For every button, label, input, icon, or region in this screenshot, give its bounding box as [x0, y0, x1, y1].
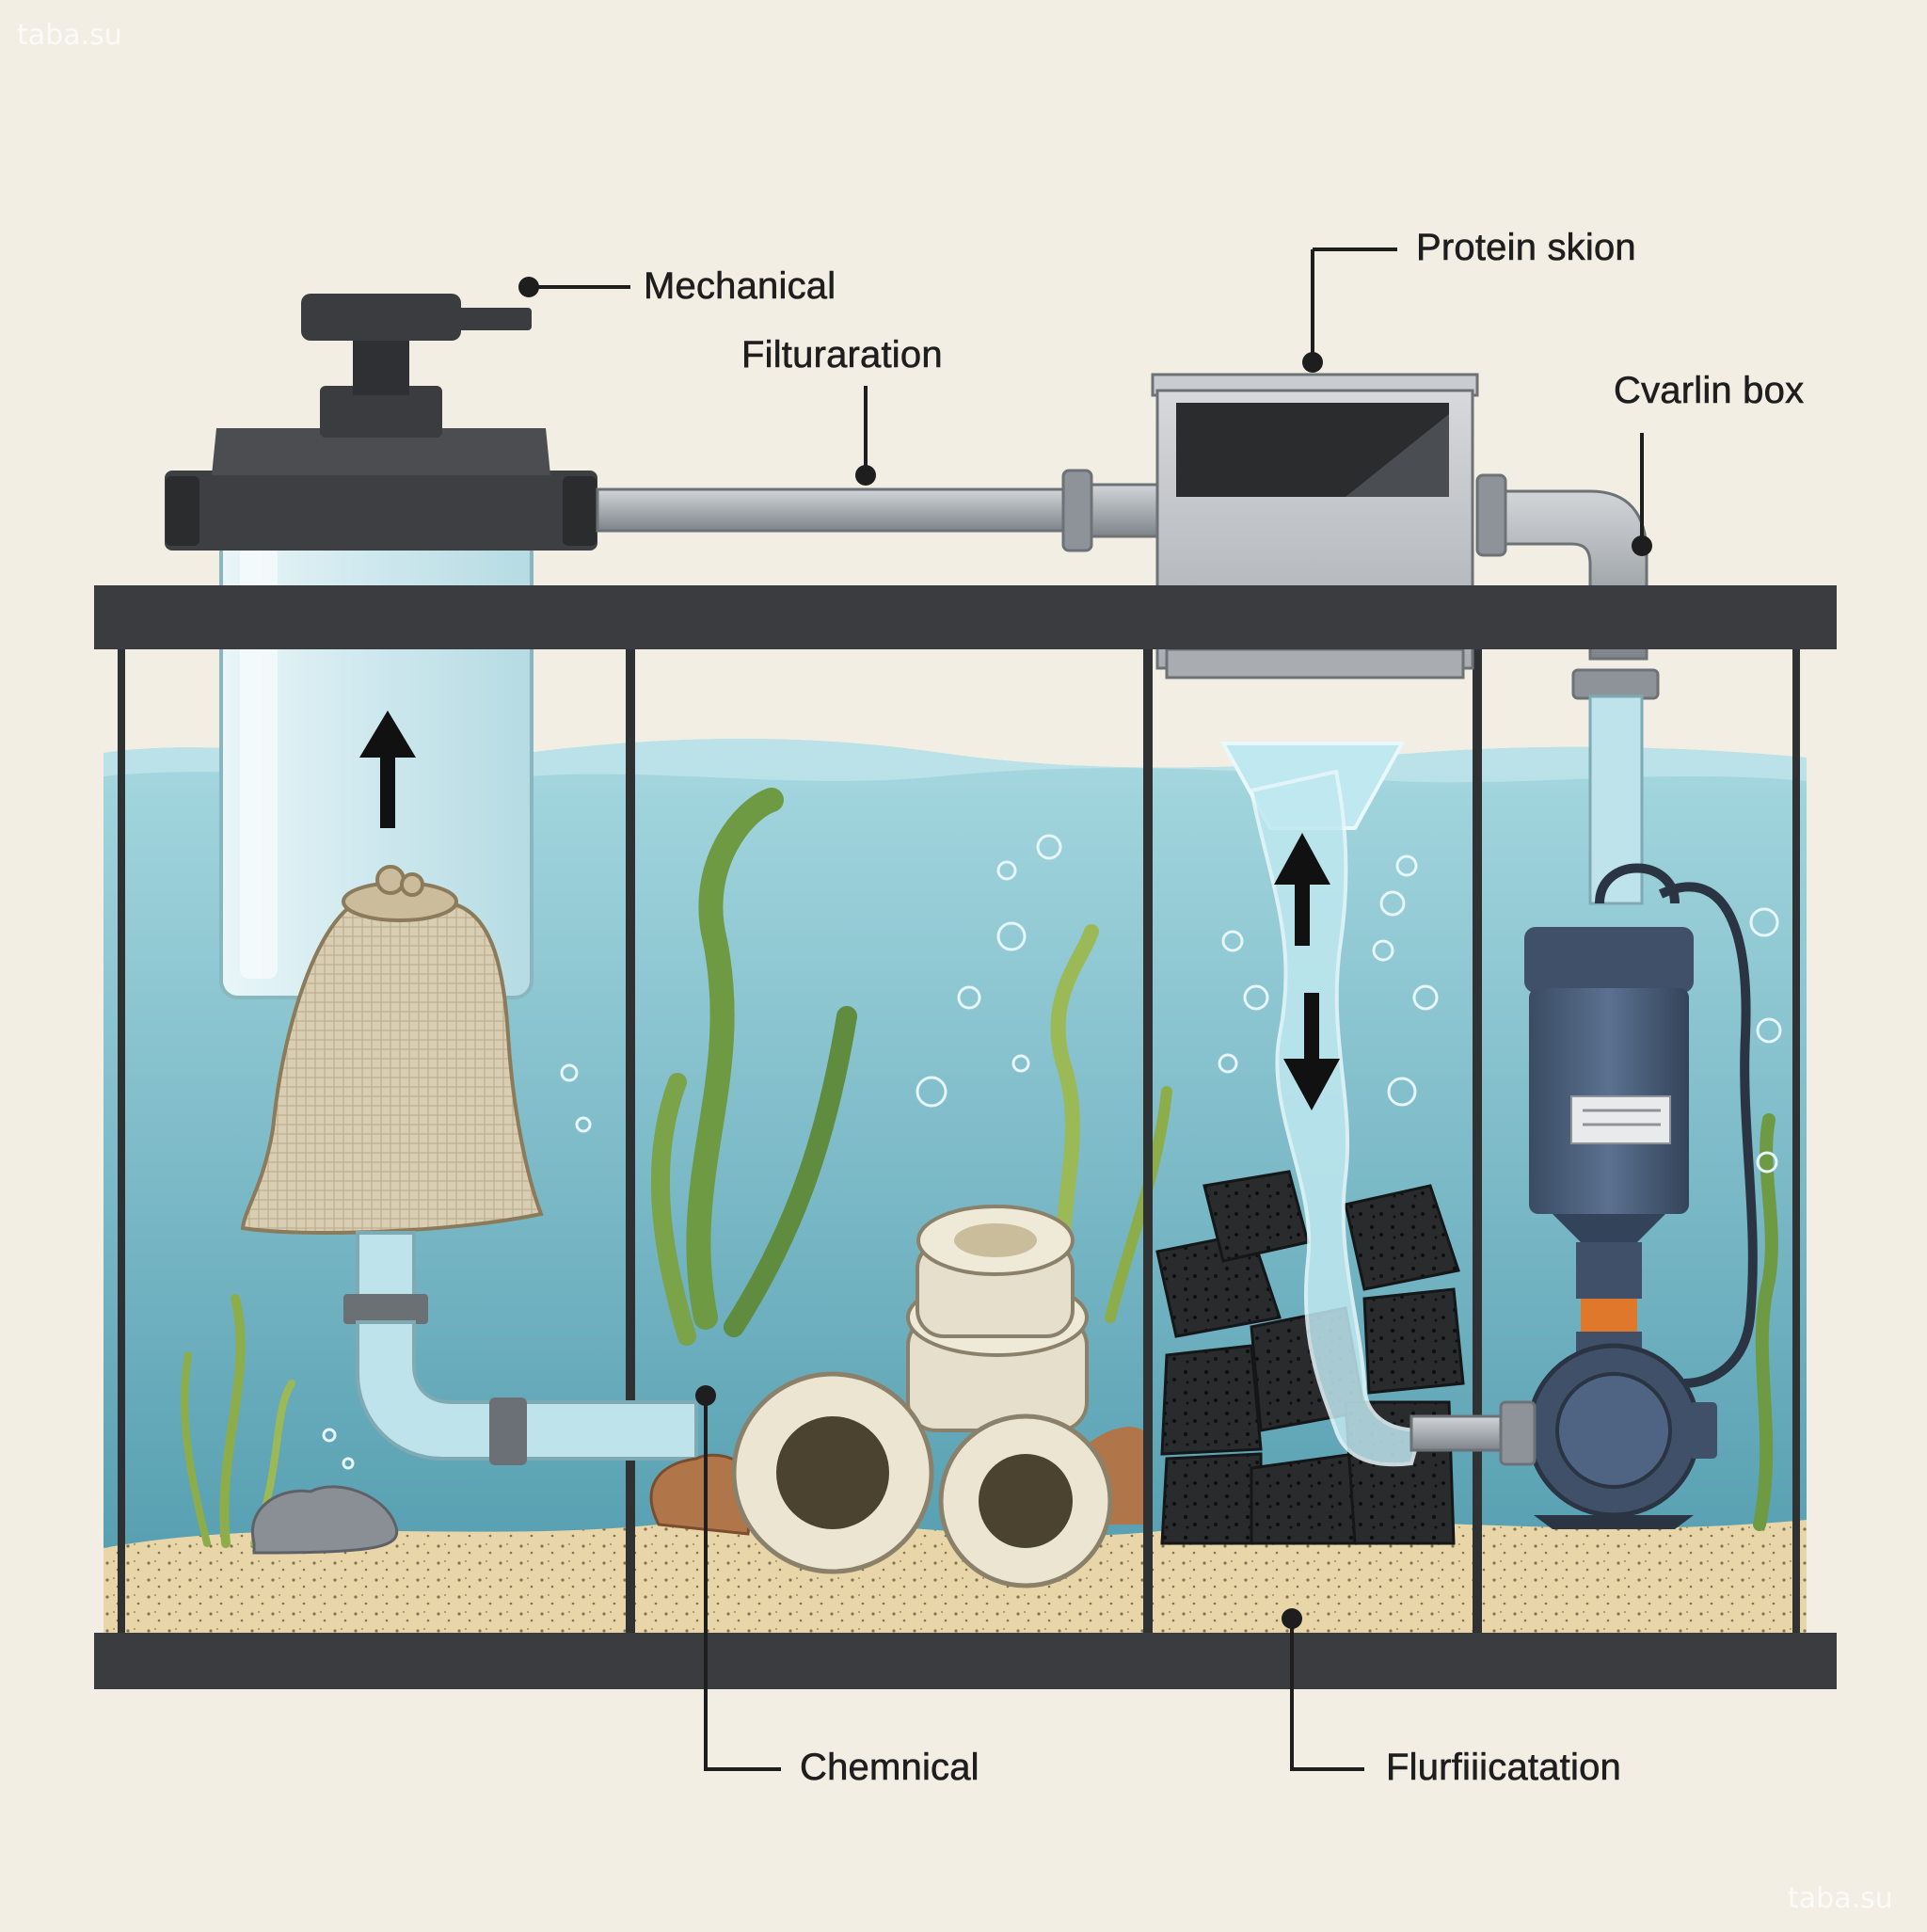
- label-chemnical: Chemnical: [800, 1747, 979, 1789]
- water-stream: [1219, 742, 1424, 1467]
- bubbles: [322, 834, 1782, 1470]
- label-cvarlin-box: Cvarlin box: [1614, 370, 1805, 412]
- mechanical-outlet-pipe: [343, 1231, 698, 1465]
- label-flurfiiicatation: Flurfiiicatation: [1386, 1747, 1621, 1789]
- rock-left: [250, 1485, 399, 1555]
- flow-arrow-up-bio: [1274, 833, 1330, 946]
- label-mechanical: Mechanical: [644, 265, 836, 308]
- sand-bed: [104, 1520, 1807, 1633]
- callout-lines: [529, 247, 1644, 1771]
- flow-arrow-down-bio: [1283, 993, 1340, 1110]
- porous-bio-media: [1155, 1170, 1465, 1545]
- label-filturaration: Filturaration: [741, 334, 943, 376]
- aquatic-plants: [181, 788, 1778, 1548]
- compartment-dividers: [118, 649, 1800, 1633]
- top-connecting-pipe: [596, 469, 1159, 552]
- protein-skimmer-box: [1151, 373, 1479, 679]
- label-protein-skion: Protein skion: [1416, 227, 1636, 269]
- flow-arrow-up-left: [359, 711, 416, 828]
- watermark-bottom-right: taba.su: [1788, 1882, 1893, 1915]
- return-pump: [1409, 863, 1758, 1529]
- tank-frame: [94, 585, 1837, 1689]
- ceramic-ring-media: [649, 1205, 1143, 1589]
- watermark-top-left: taba.su: [17, 19, 122, 52]
